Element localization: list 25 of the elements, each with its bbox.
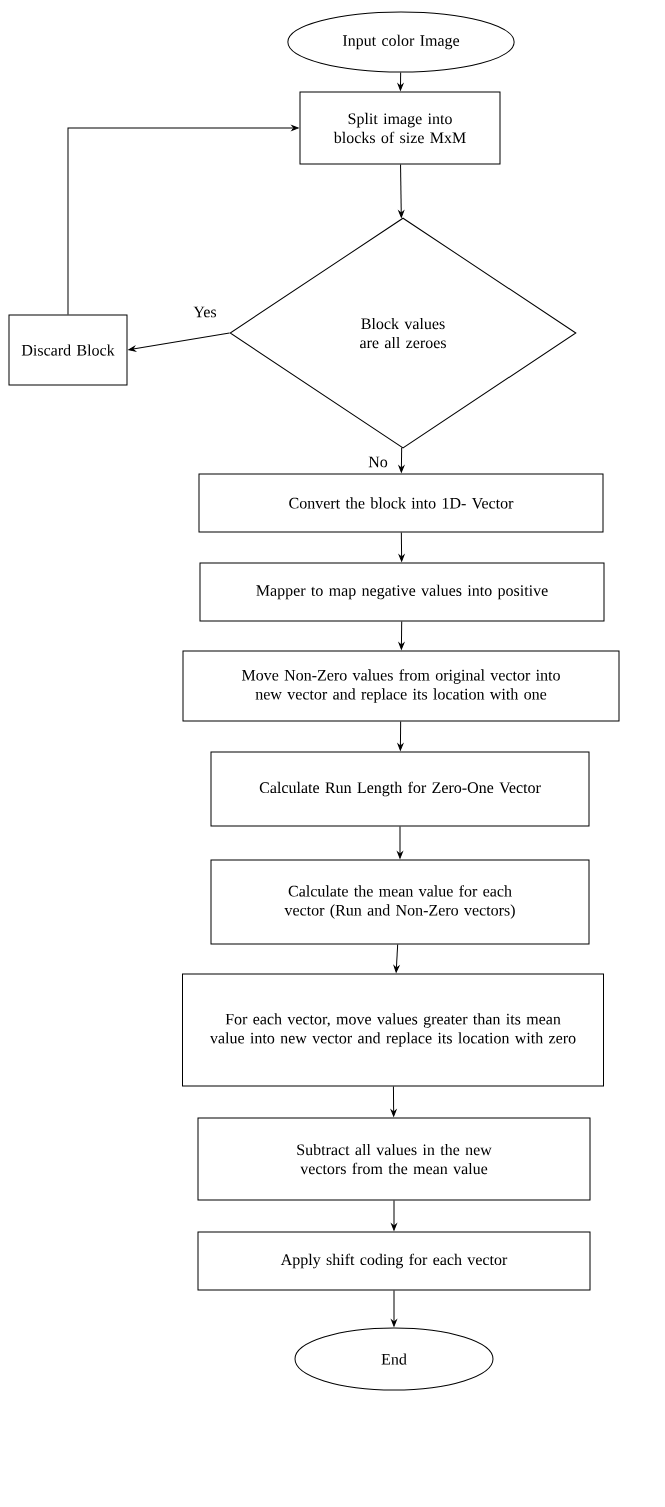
- process-box: Subtract all values in the new vectors from the mean value: [197, 1117, 591, 1201]
- process-box: Convert the block into 1D- Vector: [198, 473, 604, 533]
- edge-label: No: [368, 456, 388, 468]
- arrow: [397, 72, 404, 91]
- arrow: [398, 447, 405, 473]
- process-box: Move Non-Zero values from original vector into new vector and replace its location with one: [182, 650, 620, 722]
- arrow: [398, 532, 405, 562]
- arrow: [398, 621, 405, 650]
- arrow: [67, 125, 299, 315]
- process-box: Calculate the mean value for each vector (Run and Non-Zero vectors): [210, 859, 590, 945]
- arrow: [391, 1200, 397, 1231]
- arrow: [128, 332, 230, 352]
- arrow: [390, 1086, 397, 1117]
- arrow: [397, 721, 404, 751]
- process-box: Split image into blocks of size MxM: [299, 91, 501, 165]
- process-box: Apply shift coding for each vector: [197, 1231, 591, 1291]
- process-box: Mapper to map negative values into positive: [199, 562, 605, 622]
- process-box: For each vector, move values greater than its mean value into new vector and replace its location with zero: [182, 973, 604, 1087]
- process-box: Discard Block: [8, 314, 128, 386]
- arrow: [393, 944, 400, 973]
- arrow: [391, 1290, 397, 1327]
- process-box: Calculate Run Length for Zero-One Vector: [210, 751, 590, 827]
- edge-label: Yes: [193, 306, 217, 318]
- arrow: [398, 164, 405, 218]
- arrow: [397, 826, 403, 859]
